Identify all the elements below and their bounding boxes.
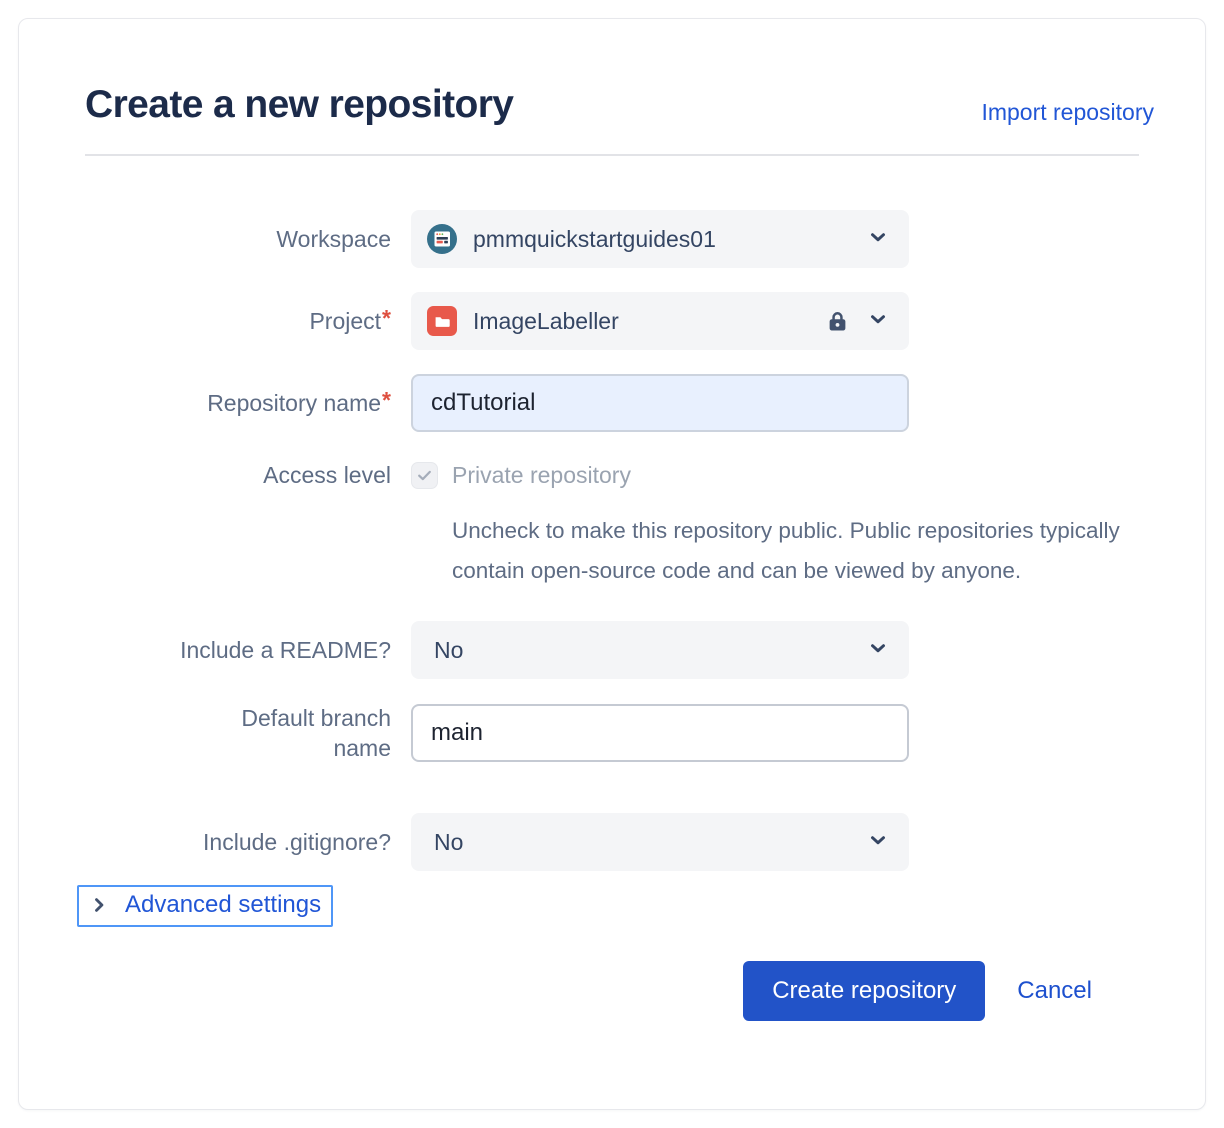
include-readme-row: Include a README? No: [85, 621, 1154, 679]
project-value: ImageLabeller: [473, 307, 619, 334]
cancel-button[interactable]: Cancel: [1007, 977, 1102, 1005]
advanced-settings-toggle[interactable]: Advanced settings: [77, 885, 334, 927]
chevron-down-icon: [867, 226, 889, 253]
repository-name-input[interactable]: [411, 374, 909, 432]
repository-name-label: Repository name*: [207, 387, 391, 416]
access-level-label: Access level: [263, 462, 391, 488]
include-readme-value: No: [434, 636, 464, 663]
default-branch-row: Default branch name: [85, 703, 1154, 763]
include-gitignore-label: Include .gitignore?: [203, 829, 391, 855]
private-repository-label: Private repository: [452, 461, 631, 488]
include-readme-label: Include a README?: [180, 637, 391, 663]
project-select[interactable]: ImageLabeller: [411, 292, 909, 350]
required-asterisk: *: [382, 387, 391, 413]
header-divider: [85, 154, 1139, 156]
project-label: Project*: [309, 305, 391, 334]
create-repository-form: Workspace: [77, 210, 1154, 1021]
workspace-value: pmmquickstartguides01: [473, 225, 716, 252]
workspace-row: Workspace: [85, 210, 1154, 268]
include-gitignore-select[interactable]: No: [411, 813, 909, 871]
access-level-row: Access level Private repository Uncheck …: [85, 460, 1154, 591]
access-level-help-text: Uncheck to make this repository public. …: [452, 518, 1120, 583]
include-readme-select[interactable]: No: [411, 621, 909, 679]
workspace-select[interactable]: pmmquickstartguides01: [411, 210, 909, 268]
default-branch-input[interactable]: [411, 704, 909, 762]
chevron-down-icon: [867, 308, 889, 335]
import-repository-link[interactable]: Import repository: [981, 99, 1154, 125]
dialog-actions: Create repository Cancel: [85, 961, 1154, 1021]
chevron-down-icon: [867, 829, 889, 856]
include-gitignore-row: Include .gitignore? No: [85, 813, 1154, 871]
workspace-label: Workspace: [276, 226, 391, 252]
include-gitignore-value: No: [434, 828, 464, 855]
private-repository-checkbox[interactable]: [411, 461, 438, 489]
chevron-down-icon: [867, 637, 889, 664]
default-branch-label: Default branch name: [241, 705, 391, 761]
page-title: Create a new repository: [85, 83, 514, 126]
workspace-avatar: [427, 224, 457, 254]
dialog-header: Create a new repository Import repositor…: [85, 81, 1154, 129]
chevron-right-icon: [89, 895, 109, 915]
advanced-settings-label: Advanced settings: [125, 891, 322, 918]
repository-name-row: Repository name*: [85, 374, 1154, 432]
create-repository-button[interactable]: Create repository: [743, 961, 986, 1021]
project-row: Project* ImageLabeller: [85, 292, 1154, 350]
create-repository-dialog: Create a new repository Import repositor…: [18, 18, 1206, 1110]
folder-icon: [427, 306, 457, 336]
lock-icon: [824, 308, 851, 335]
required-asterisk: *: [382, 305, 391, 331]
